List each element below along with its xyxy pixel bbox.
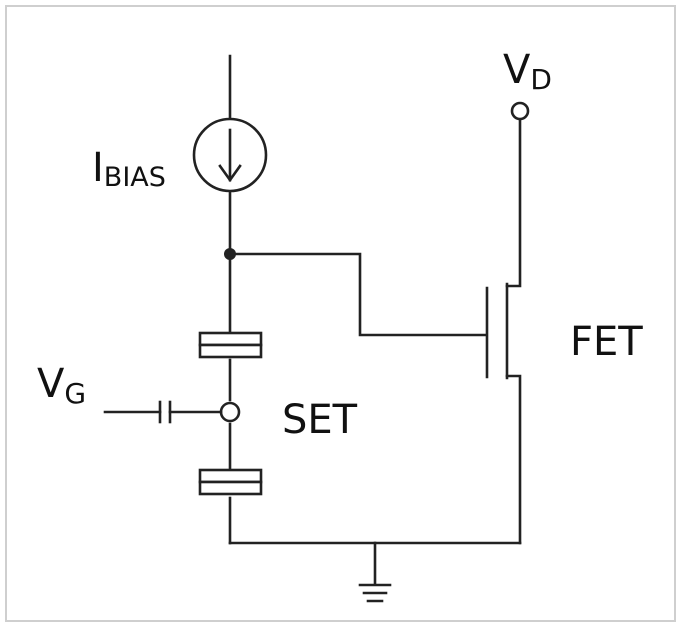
gate-wire: [228, 252, 487, 337]
gate-capacitor-icon: [103, 400, 223, 424]
vd-label: VD: [503, 47, 552, 96]
ground-icon: [358, 583, 392, 603]
vg-label: VG: [37, 361, 86, 410]
ibias-label: IBIAS: [92, 145, 166, 193]
current-source-icon: [192, 117, 268, 193]
set-island-node: [219, 401, 241, 423]
set-label: SET: [282, 397, 358, 443]
fet-label: FET: [570, 319, 643, 365]
tunnel-junction-upper-icon: [198, 331, 263, 359]
vd-terminal: [510, 101, 530, 121]
fet-transistor-icon: [485, 118, 522, 545]
diagram-frame: [5, 5, 676, 622]
tunnel-junction-lower-icon: [198, 468, 263, 496]
